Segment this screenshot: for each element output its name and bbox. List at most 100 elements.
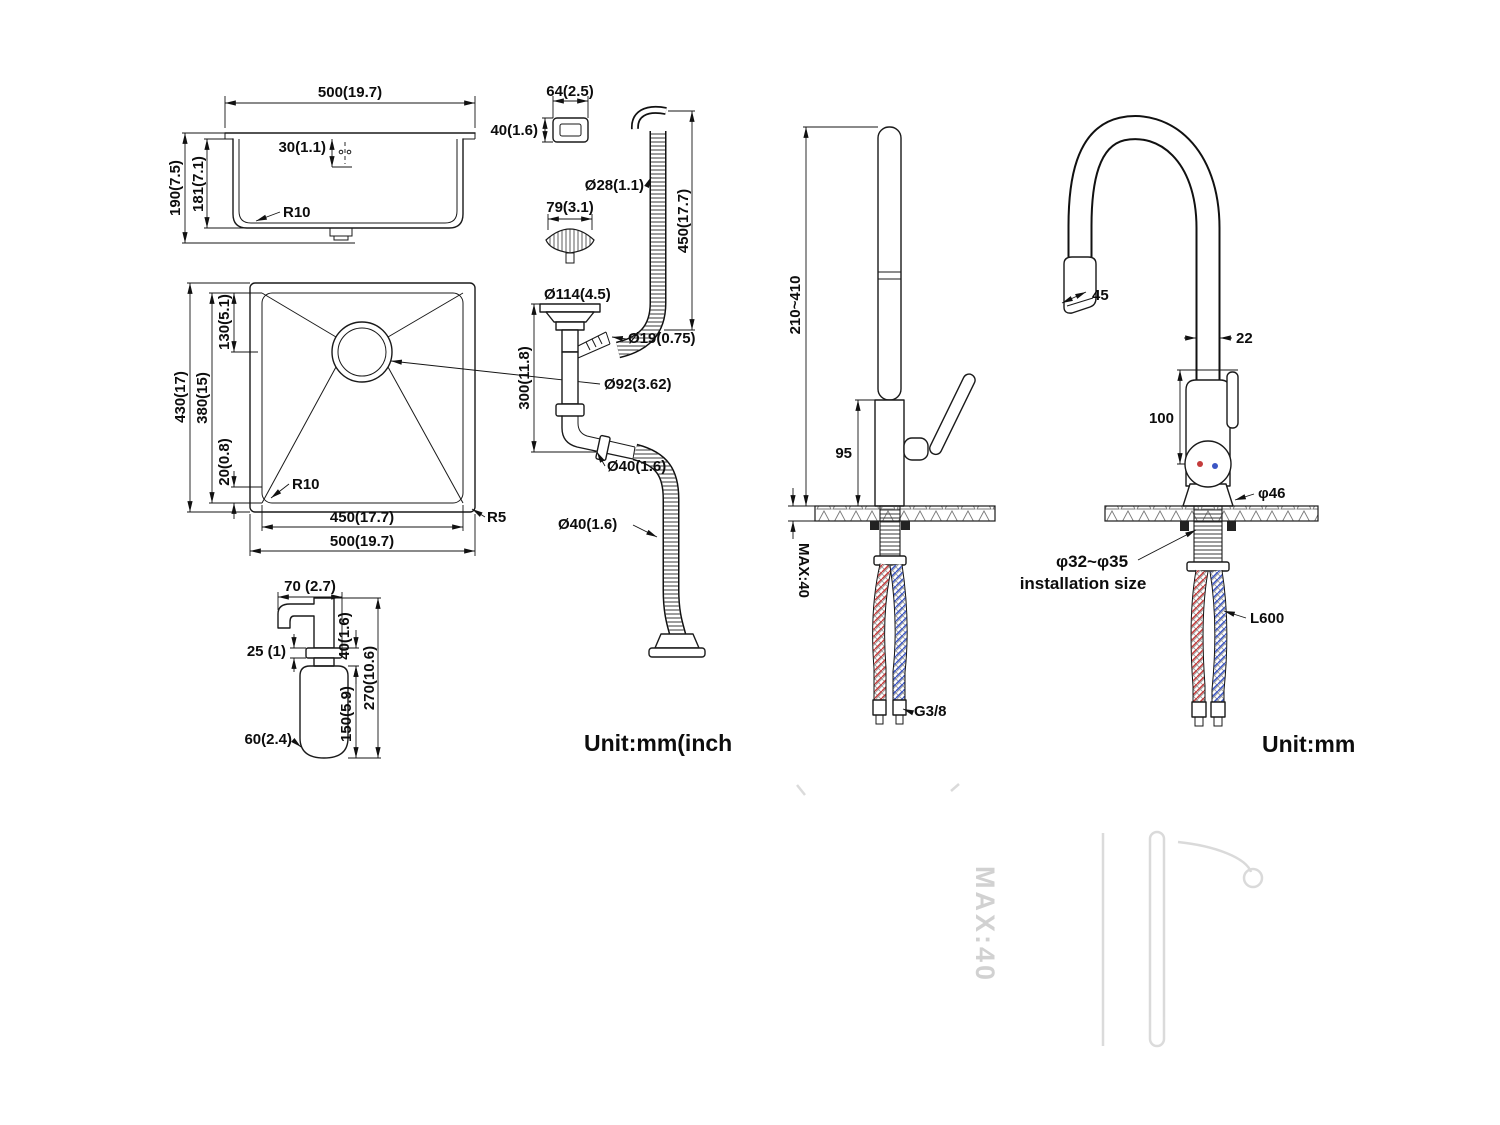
dim-sink-top-edge-offset: 20(0.8) [216,438,233,486]
label-install-range: φ32~φ35 [1056,552,1128,571]
dim-overflow-diameter: Ø28(1.1) [585,177,644,194]
bottle-body [299,665,349,759]
drain-circle-inner [337,327,387,377]
pump-head [277,597,335,649]
threaded-shank-front [1193,505,1223,563]
dim-strainer-width: 79(3.1) [546,199,594,216]
threaded-shank-side [879,505,901,557]
dim-trap-diameter: Ø40(1.6) [607,458,666,475]
dim-flange-width: 64(2.5) [546,83,594,100]
sink-side-view: 500(19.7) 30(1.1) 190(7.5) 181(7.1) R10 [167,84,476,244]
drain-body [539,303,636,462]
label-sink-top-r5: R5 [487,509,506,526]
sink-inner-rect [261,292,464,504]
faucet-front-dimensions: 45 22 100 φ46 φ32~φ35 installation size … [1020,287,1286,627]
dim-dispenser-spout: 70 (2.7) [284,578,336,595]
hose-end-flange [648,647,706,658]
elbow-nut [595,434,611,462]
faucet-side-view: 210~410 95 MAX:40 G3/8 [787,126,996,725]
countertop-side [814,505,996,522]
locknut-front [1186,561,1230,572]
handle-lever [929,373,976,456]
dispenser-outline [277,597,349,759]
dim-sink-side-width: 500(19.7) [318,84,382,101]
dim-branch-diameter: Ø19(0.75) [628,330,696,347]
branch-spout [577,331,611,359]
label-sink-top-r10: R10 [292,476,320,493]
gooseneck-inner [1069,117,1219,390]
dim-sink-top-drain-offset: 130(5.1) [216,294,233,350]
dim-dispenser-collar: 25 (1) [247,643,286,660]
spray-head [1063,256,1097,314]
faucet-side-dimensions: 210~410 95 MAX:40 G3/8 [787,126,947,720]
dim-sink-side-hole-offset: 30(1.1) [278,139,326,156]
spout-column [877,126,902,401]
note-unit-right: Unit:mm [1262,731,1355,757]
elbow-inner [577,416,636,460]
hot-indicator-dot [1197,461,1203,467]
soap-dispenser-view: 70 (2.7) 25 (1) 40(1.6) 150(5.9) 270(10.… [244,578,381,759]
ghost-arc [1177,840,1253,873]
ghost-ring [1242,867,1264,889]
dim-dispenser-total: 270(10.6) [361,646,378,710]
locknut-side [873,555,907,566]
dim-body-diameter: Ø114(4.5) [544,286,611,303]
dim-sink-top-length-inner: 380(15) [194,372,211,424]
dim-base-diameter: φ46 [1258,485,1285,502]
drain-flange-top [552,117,589,143]
sink-top-view: 430(17) 380(15) 130(5.1) 20(0.8) 450(17.… [172,282,672,556]
dim-sink-side-depth-total: 190(7.5) [167,160,184,216]
faucet-front-outline [1063,115,1319,727]
drain-pipe [561,351,579,405]
dim-tube-diameter: 22 [1236,330,1253,347]
label-install-text: installation size [1020,574,1147,593]
mount-clip-left [870,521,879,530]
dim-dispenser-width: 60(2.4) [244,731,292,748]
bowl-diagonals [261,292,464,504]
dim-dispenser-bottle: 150(5.9) [338,686,355,742]
faucet-front-view: 45 22 100 φ46 φ32~φ35 installation size … [1020,115,1355,757]
dim-handle-height: 100 [1149,410,1174,427]
dim-sink-top-width-inner: 450(17.7) [330,509,394,526]
supply-hoses-front [1190,569,1228,727]
drain-dimensions: 64(2.5) 40(1.6) Ø28(1.1) 79(3.1) Ø114(4.… [490,83,696,538]
watermarks: MAX:40 [796,783,1264,1048]
drain-circle-outer [331,321,393,383]
ghost-marks [796,783,960,796]
wand-seam [878,271,901,280]
hose-end-cone [654,633,700,649]
handle-front [1226,371,1239,429]
dim-overflow-hose-length: 450(17.7) [675,189,692,253]
mount-clip-right [901,521,910,530]
dim-dispenser-head: 40(1.6) [336,612,353,660]
mount-clip-left-front [1180,521,1189,531]
dim-max-counter-thickness: MAX:40 [795,543,812,598]
faucet-body-side [874,399,905,507]
label-drain-diameter: Ø92(3.62) [604,376,672,393]
sink-side-dimensions: 500(19.7) 30(1.1) 190(7.5) 181(7.1) R10 [167,84,476,244]
drain-stub [329,227,353,237]
elbow-outer [561,415,634,460]
sink-top-outline [249,282,476,513]
outlet-hose [632,443,706,658]
dispenser-dimensions: 70 (2.7) 25 (1) 40(1.6) 150(5.9) 270(10.… [244,578,381,759]
sink-top-dimensions: 430(17) 380(15) 130(5.1) 20(0.8) 450(17.… [172,282,672,556]
handle-base [903,437,929,461]
dim-sink-top-length-outer: 430(17) [172,371,189,423]
label-hose-length: L600 [1250,610,1284,627]
pump-neck [313,657,335,667]
ball-joint [1184,440,1232,488]
dim-sink-top-width-outer: 500(19.7) [330,533,394,550]
watermark-text: MAX:40 [970,866,1000,983]
sink-outer-rect [249,282,476,513]
tailpiece [561,329,579,353]
faucet-side-outline [814,126,996,725]
dim-tailpiece-length: 300(11.8) [516,346,533,409]
strainer-basket [545,228,595,264]
dim-outlet-diameter: Ø40(1.6) [558,516,617,533]
drain-assembly-view: 64(2.5) 40(1.6) Ø28(1.1) 79(3.1) Ø114(4.… [490,83,732,756]
dim-spray-width: 45 [1092,287,1109,304]
dim-body-height: 95 [835,445,852,462]
